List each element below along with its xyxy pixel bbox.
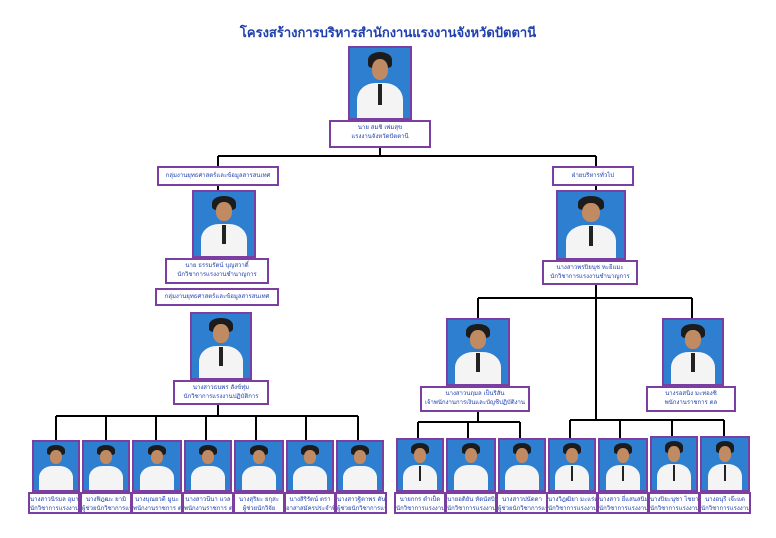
left-sub-leader-name: นางสาวธนพร สังข์ทุ่ม — [192, 384, 250, 391]
right-group-label: ฝ่ายบริหารทั่วไป — [552, 166, 634, 186]
right-leader-name: นางสาวพรปิยนุช หะยีแมะ — [556, 264, 624, 271]
right-sub-a-name: นางสาวนฤมล เป็นริสัน — [445, 390, 505, 397]
staff-label: นางฟิฎฒะ ยามิ ผู้ช่วยนักวิชาการแรงงาน — [80, 492, 132, 514]
right-sub-b-name: นางรอสนิง มะทองชิ — [665, 390, 717, 397]
staff-label: นางวิฎฒิยา มะแร่ตู นักวิชาการแรงงาน — [546, 492, 598, 514]
staff-label: นางสิริรัตน์ ตรา อาสาสมัครประจำพื้นที่ — [284, 492, 336, 514]
staff-position: พนักงานราชการ ตล — [133, 505, 183, 512]
staff-label: นางสาวนิรมล อุมาเมาะ นักวิชาการแรงงาน — [28, 492, 80, 514]
staff-label: นางบุณยวดี มูนะ พนักงานราชการ ตล — [131, 492, 183, 514]
staff-photo — [184, 440, 232, 492]
staff-position: นักวิชาการแรงงาน — [548, 505, 598, 512]
left-sub-leader-photo — [190, 312, 252, 380]
staff-photo — [82, 440, 130, 492]
staff-position: ผู้ช่วยนักวิชาการแรงงาน — [337, 505, 385, 512]
staff-label: นายอดิยัน หัดนัสบิ นักวิชาการแรงงาน — [445, 492, 497, 514]
staff-photo — [234, 440, 284, 492]
right-sub-b-photo — [662, 318, 724, 386]
head-position: แรงงานจังหวัดปัตตานี — [351, 133, 409, 140]
right-leader-photo — [556, 190, 626, 260]
left-leader-name: นาย ธรรมรัตน์ บุญสวาดิ์ — [185, 262, 249, 269]
staff-position: ผู้ช่วยนักวิชาการแรงงาน — [82, 505, 130, 512]
staff-photo — [336, 440, 384, 492]
staff-name: นางสาวนิรมล อุมาเมาะ — [30, 496, 79, 503]
staff-photo — [598, 438, 648, 492]
staff-photo — [132, 440, 182, 492]
right-sub-a-photo — [446, 318, 510, 386]
staff-photo — [396, 438, 444, 492]
staff-name: นายกกร ดำเป็ด — [399, 496, 441, 503]
staff-name: นางฟิฎฒะ ยามิ — [85, 496, 127, 503]
staff-name: นางสุริยะ ยกุสะ — [239, 496, 279, 503]
staff-photo — [286, 440, 334, 492]
left-sub-leader-label: นางสาวธนพร สังข์ทุ่ม นักวิชาการแรงงานปฏิ… — [173, 380, 269, 405]
staff-photo — [498, 438, 546, 492]
staff-position: ผู้ช่วยนักวิชาการแรงงาน — [498, 505, 546, 512]
left-sub-leader-position: นักวิชาการแรงงานปฏิบัติการ — [183, 393, 259, 400]
staff-label: นางอนุรี เจ๊ะแต นักวิชาการแรงงาน — [699, 492, 751, 514]
staff-name: นางสาว ยี่แสนสนิม — [599, 496, 649, 503]
staff-position: นักวิชาการแรงงาน — [30, 505, 80, 512]
staff-name: นางสาวนีนา แวล — [185, 496, 231, 503]
staff-position: นักวิชาการแรงงาน — [701, 505, 751, 512]
left-sub-group-label: กลุ่มงานยุทธศาสตร์และข้อมูลสารสนเทศ — [155, 288, 279, 306]
staff-name: นางสาวปนัดดา — [502, 496, 542, 503]
staff-name: นางอนุรี เจ๊ะแต — [705, 496, 745, 503]
staff-position: นักวิชาการแรงงาน — [599, 505, 649, 512]
right-sub-a-label: นางสาวนฤมล เป็นริสัน เจ้าพนักงานการเงินแ… — [420, 386, 530, 412]
right-sub-a-position: เจ้าพนักงานการเงินและบัญชีปฏิบัติงาน — [424, 399, 526, 406]
left-group-label: กลุ่มงานยุทธศาสตร์และข้อมูลสารสนเทศ — [157, 166, 279, 186]
head-label: นาย สมชิ เพ่มสุข แรงงานจังหวัดปัตตานี — [329, 120, 431, 148]
right-leader-position: นักวิชาการแรงงานชำนาญการ — [550, 273, 630, 280]
staff-photo — [32, 440, 80, 492]
staff-label: นางปิยะนุชา ไชยา นักวิชาการแรงงาน — [648, 492, 700, 514]
staff-photo — [548, 438, 596, 492]
staff-photo — [650, 436, 698, 492]
right-sub-b-label: นางรอสนิง มะทองชิ พนักงานราชการ ตล — [646, 386, 736, 412]
page-title: โครงสร้างการบริหารสำนักงานแรงงานจังหวัดป… — [239, 26, 537, 41]
staff-name: นางปิยะนุชา ไชยา — [650, 496, 699, 503]
staff-label: นางสาวนีนา แวล พนักงานราชการ ตล — [182, 492, 234, 514]
staff-name: นางวิฎฒิยา มะแร่ตู — [548, 496, 598, 503]
staff-name: นายอดิยัน หัดนัสบิ — [447, 496, 495, 503]
staff-label: นางสาวปนัดดา ผู้ช่วยนักวิชาการแรงงาน — [496, 492, 548, 514]
head-photo — [348, 46, 412, 120]
left-leader-label: นาย ธรรมรัตน์ บุญสวาดิ์ นักวิชาการแรงงาน… — [165, 258, 269, 284]
head-name: นาย สมชิ เพ่มสุข — [357, 124, 403, 131]
left-leader-photo — [192, 190, 256, 258]
staff-name: นางบุณยวดี มูนะ — [135, 496, 179, 503]
right-leader-label: นางสาวพรปิยนุช หะยีแมะ นักวิชาการแรงงานช… — [542, 260, 638, 285]
left-leader-position: นักวิชาการแรงงานชำนาญการ — [177, 271, 257, 278]
staff-position: นักวิชาการแรงงาน ตล — [396, 505, 446, 512]
staff-photo — [446, 438, 496, 492]
staff-label: นางสาว ยี่แสนสนิม นักวิชาการแรงงาน — [597, 492, 649, 514]
staff-position: นักวิชาการแรงงาน — [650, 505, 700, 512]
right-sub-b-position: พนักงานราชการ ตล — [664, 399, 718, 406]
staff-label: นางสาวฐิตาพร ตันชั่ย ผู้ช่วยนักวิชาการแร… — [335, 492, 387, 514]
staff-label: นางสุริยะ ยกุสะ ผู้ช่วยนักวิจัย — [233, 492, 285, 514]
staff-position: นักวิชาการแรงงาน — [447, 505, 497, 512]
staff-name: นางสาวฐิตาพร ตันชั่ย — [337, 496, 386, 503]
staff-name: นางสิริรัตน์ ตรา — [289, 496, 331, 503]
staff-position: อาสาสมัครประจำพื้นที่ — [286, 505, 336, 512]
staff-label: นายกกร ดำเป็ด นักวิชาการแรงงาน ตล — [394, 492, 446, 514]
staff-photo — [700, 436, 750, 492]
staff-position: พนักงานราชการ ตล — [184, 505, 234, 512]
staff-position: ผู้ช่วยนักวิจัย — [242, 505, 276, 512]
